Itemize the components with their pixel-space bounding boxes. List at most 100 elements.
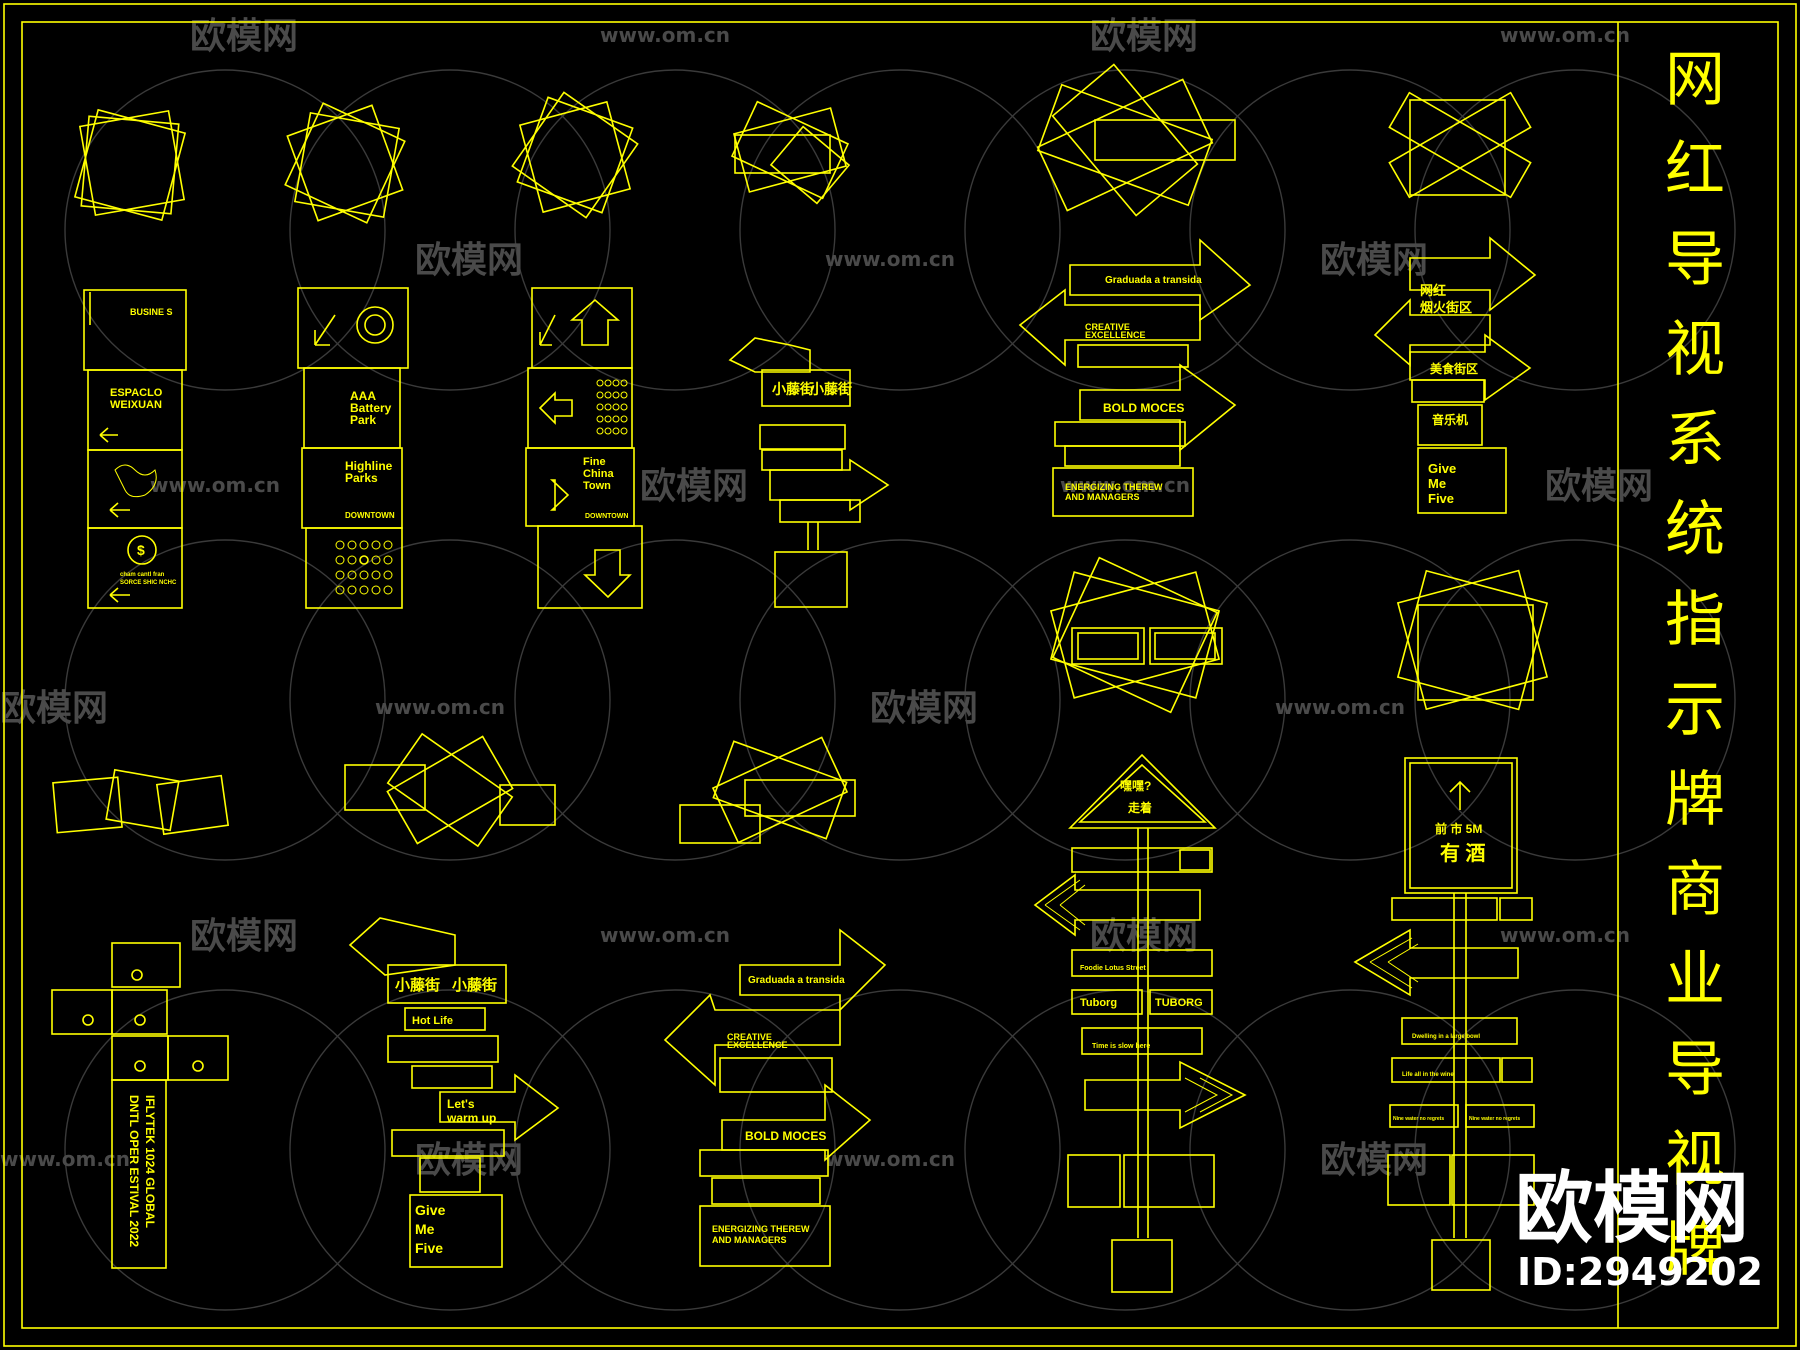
title-char: 牌	[1665, 765, 1725, 835]
sign-11-text: Nine water no regrets	[1393, 1116, 1444, 1122]
sign-6-text: 网红	[1420, 283, 1446, 298]
title-char: 业	[1665, 945, 1725, 1015]
sign-8-text: Five	[415, 1240, 443, 1256]
sign-6-text: Give	[1428, 461, 1456, 476]
sign-1-text: ESPACLO	[110, 387, 163, 399]
sign-5-text: CREATIVE	[1085, 322, 1130, 332]
arrow-right-icon	[549, 479, 570, 511]
sign-6-text: 音乐机	[1432, 412, 1468, 427]
sign-3-text: China	[583, 468, 614, 480]
sign-9-text: ENERGIZING THEREW	[712, 1224, 810, 1234]
arrow-left-icon	[538, 391, 573, 425]
watermark-brand: 欧模网	[870, 688, 978, 729]
sign-elevation-7: IFLYTEK 1024 GLOBAL DNTL OPER ESTIVAL 20…	[51, 942, 229, 1269]
watermark-brand: 欧模网	[415, 240, 523, 281]
sign-elevation-5: Graduada a transida CREATIVE EXCELLENCE …	[1018, 238, 1252, 517]
sign-8-text: Give	[415, 1202, 446, 1218]
sign-elevation-4: 小藤街 小藤街	[728, 337, 890, 608]
sign-2-text: AAA	[350, 389, 376, 403]
sign-6-text: 烟火街区	[1420, 300, 1472, 315]
sign-9-text: EXCELLENCE	[727, 1040, 788, 1050]
sign-5-text: EXCELLENCE	[1085, 330, 1146, 340]
sign-10-text: Tuborg	[1080, 997, 1117, 1009]
watermark-brand: 欧模网	[1320, 240, 1428, 281]
watermark-site: www.om.cn	[375, 695, 505, 719]
title-char: 红	[1665, 135, 1725, 205]
sign-2-text: DOWNTOWN	[345, 511, 395, 520]
plan-view-6	[1388, 91, 1532, 199]
sign-10-text: TUBORG	[1155, 997, 1203, 1009]
plan-view-11	[1396, 569, 1549, 711]
watermark-brand: 欧模网	[415, 1140, 523, 1181]
sign-elevation-6: 网红 烟火街区 美食街区 音乐机 Give Me Five	[1373, 236, 1537, 514]
sign-11-text: Dwelling in a large bowl	[1412, 1034, 1480, 1040]
dot-grid	[596, 379, 628, 435]
arrow-up-icon	[569, 298, 621, 346]
watermark-site: www.om.cn	[600, 923, 730, 947]
sign-10-text: 嘿嘿?	[1120, 779, 1151, 793]
watermark-site: www.om.cn	[150, 473, 280, 497]
sign-elevation-2: AAA Battery Park Highline Parks DOWNTOWN	[297, 287, 409, 609]
sign-1-text: SORCE SHIC NCHC	[120, 580, 177, 586]
title-char: 牌	[1665, 1215, 1725, 1285]
sign-8-text: Me	[415, 1221, 435, 1237]
plan-view-5	[1036, 63, 1236, 217]
sign-elevation-10: 嘿嘿? 走着 Foodie Lotus Street Tuborg TUBORG…	[1033, 753, 1247, 1293]
watermark-site: www.om.cn	[1275, 695, 1405, 719]
plan-view-4	[730, 100, 851, 205]
sign-10-text: Time is slow here	[1092, 1043, 1150, 1050]
sign-10-text: 走着	[1128, 800, 1152, 815]
sign-4-text: 小藤街	[810, 381, 852, 397]
watermark-brand: 欧模网	[1320, 1140, 1428, 1181]
dot-grid	[335, 540, 393, 595]
sign-3-text: DOWNTOWN	[585, 513, 628, 520]
title-char: 商	[1665, 855, 1725, 925]
title-char: 视	[1665, 315, 1725, 385]
sign-5-text: Graduada a transida	[1105, 275, 1202, 286]
title-char: 网	[1665, 45, 1725, 115]
plan-view-7	[52, 768, 230, 836]
sign-elevation-11: 前 市 5M 有 酒 Dwelling in a large bowl Life…	[1353, 757, 1535, 1291]
watermark-site: www.om.cn	[825, 247, 955, 271]
logo-name: 欧模网	[1515, 1164, 1749, 1254]
title-char: 导	[1665, 225, 1725, 295]
sign-6-text: Me	[1428, 476, 1446, 491]
sign-9-text: Graduada a transida	[748, 975, 845, 986]
sign-8-text: Hot Life	[412, 1015, 453, 1027]
sign-3-text: Fine	[583, 456, 606, 468]
sign-8-text: 小藤街	[452, 976, 497, 994]
sign-elevation-3: Fine China Town DOWNTOWN	[525, 287, 643, 609]
sign-11-text: Life all in the wine	[1402, 1072, 1454, 1078]
sign-8-text: 小藤街	[395, 976, 440, 994]
sign-10-text: Foodie Lotus Street	[1080, 965, 1146, 972]
sign-elevation-8: 小藤街 小藤街 Hot Life Let's warm up Give Me F…	[348, 917, 560, 1268]
sign-4-text: 小藤街	[772, 381, 814, 397]
sign-7-text: IFLYTEK 1024 GLOBAL	[143, 1095, 157, 1228]
plan-view-1	[73, 108, 187, 222]
plan-view-2	[284, 102, 406, 224]
logo-id: ID:2949202	[1517, 1250, 1763, 1294]
title-char: 示	[1665, 675, 1725, 745]
sign-elevation-9: Graduada a transida CREATIVE EXCELLENCE …	[663, 928, 887, 1267]
plan-view-9	[679, 736, 856, 844]
title-char: 统	[1665, 495, 1725, 565]
watermark-site: www.om.cn	[1500, 23, 1630, 47]
sign-9-text: CREATIVE	[727, 1032, 772, 1042]
sign-2-text: Battery	[350, 401, 392, 415]
arrow-up-icon	[1449, 780, 1471, 810]
sign-8-text: warm up	[446, 1111, 496, 1125]
sign-7-text: DNTL OPER ESTIVAL 2022	[127, 1095, 141, 1247]
drawing-frame	[3, 3, 1797, 1347]
arrow-down-icon	[583, 549, 632, 599]
drawing-title: 网 红 导 视 系 统 指 示 牌 商 业 导 视 牌	[1665, 45, 1725, 1285]
watermark-site: www.om.cn	[825, 1147, 955, 1171]
watermark-brand: 欧模网	[190, 916, 298, 957]
watermark-site: www.om.cn	[1500, 923, 1630, 947]
watermark-brand: 欧模网	[1090, 16, 1198, 57]
sign-5-text: AND MANAGERS	[1065, 492, 1140, 502]
sign-5-text: BOLD MOCES	[1103, 401, 1184, 415]
watermark-brand: 欧模网	[190, 16, 298, 57]
title-char: 导	[1665, 1035, 1725, 1105]
sign-1-text: WEIXUAN	[110, 399, 162, 411]
